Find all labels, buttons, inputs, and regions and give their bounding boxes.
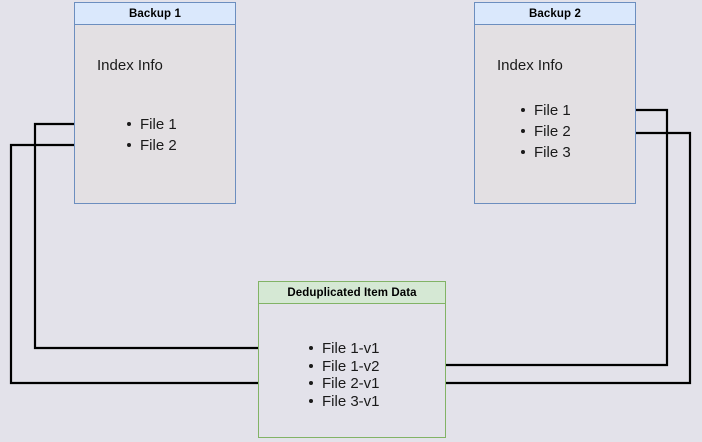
backup-2-box[interactable]: Backup 2 Index Info File 1 File 2 File 3	[474, 2, 636, 204]
backup-1-title: Backup 1	[74, 2, 236, 25]
backup-2-title: Backup 2	[474, 2, 636, 25]
deduplicated-item-data-body: File 1-v1 File 1-v2 File 2-v1 File 3-v1	[258, 304, 446, 438]
backup-1-file-list: File 1 File 2	[125, 114, 177, 156]
list-item: File 2	[519, 121, 571, 142]
backup-2-body: Index Info File 1 File 2 File 3	[474, 25, 636, 204]
list-item: File 3-v1	[307, 393, 380, 411]
list-item: File 1	[125, 114, 177, 135]
list-item: File 3	[519, 142, 571, 163]
list-item: File 1	[519, 100, 571, 121]
deduplicated-item-data-box[interactable]: Deduplicated Item Data File 1-v1 File 1-…	[258, 281, 446, 438]
list-item: File 1-v2	[307, 358, 380, 376]
deduplicated-item-data-title: Deduplicated Item Data	[258, 281, 446, 304]
backup-1-box[interactable]: Backup 1 Index Info File 1 File 2	[74, 2, 236, 204]
backup-2-file-list: File 1 File 2 File 3	[519, 100, 571, 163]
list-item: File 2-v1	[307, 375, 380, 393]
list-item: File 1-v1	[307, 340, 380, 358]
backup-1-body: Index Info File 1 File 2	[74, 25, 236, 204]
backup-2-index-label: Index Info	[497, 57, 563, 74]
list-item: File 2	[125, 135, 177, 156]
dedup-file-list: File 1-v1 File 1-v2 File 2-v1 File 3-v1	[307, 340, 380, 410]
backup-1-index-label: Index Info	[97, 57, 163, 74]
